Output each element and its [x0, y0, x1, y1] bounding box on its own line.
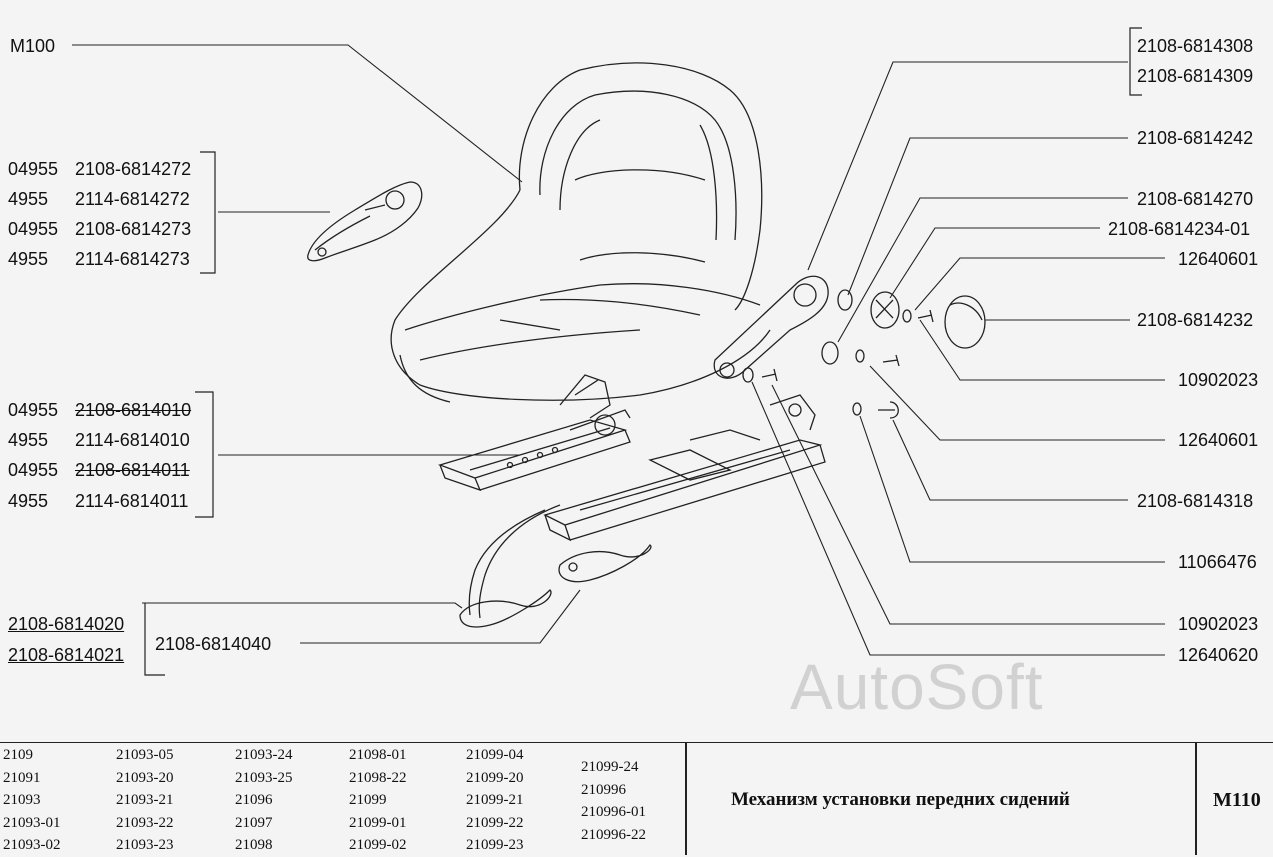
label-part: 2108-6814270: [1137, 189, 1254, 209]
label-prefix: 04955: [8, 400, 59, 420]
models-column: 21099-04 21099-20 21099-21 21099-22 2109…: [466, 744, 524, 857]
label-part: 12640601: [1178, 249, 1259, 269]
label-part: 2108-6814010: [75, 400, 192, 420]
label-part: 2108-6814011: [75, 460, 190, 480]
label-part: 2108-6814232: [1137, 310, 1254, 330]
models-column: 21093-05 21093-20 21093-21 21093-22 2109…: [116, 744, 174, 857]
leader-lines: [72, 44, 1165, 656]
models-column: 21098-01 21098-22 21099 21099-01 21099-0…: [349, 744, 407, 857]
model-item: 21099-22: [466, 814, 524, 831]
label-part: 2114-6814273: [75, 249, 190, 269]
model-item: 2109: [3, 747, 33, 763]
model-item: 21093-25: [235, 769, 293, 786]
model-item: 21093-01: [3, 814, 61, 831]
label-part: 2108-6814021: [8, 645, 125, 665]
page-title: Механизм установки передних сидений: [731, 789, 1070, 810]
label-part: 2108-6814234-01: [1108, 219, 1251, 239]
label-prefix: 04955: [8, 159, 59, 179]
model-item: 21099-23: [466, 837, 524, 853]
brackets: [144, 27, 1142, 676]
label-part: 2108-6814040: [155, 634, 272, 654]
label-m100: M100: [10, 36, 56, 56]
model-item: 210996-22: [581, 826, 646, 843]
label-part: 2108-6814272: [75, 159, 192, 179]
adjust-bar-illustration: [468, 509, 546, 616]
label-part: 10902023: [1178, 614, 1259, 634]
label-prefix: 4955: [8, 189, 49, 209]
models-column: 21093-24 21093-25 21096 21097 21098: [235, 744, 293, 857]
model-item: 21093-02: [3, 837, 61, 853]
model-item: 21093-23: [116, 837, 174, 853]
model-item: 21099-24: [581, 759, 639, 775]
left-rail-illustration: [437, 374, 631, 492]
recliner-lever-illustration: [713, 275, 829, 379]
exploded-diagram: [72, 27, 1165, 676]
label-part: 2114-6814011: [75, 491, 189, 511]
models-column: 21099-24 210996 210996-01 210996-22: [581, 756, 646, 846]
model-item: 21091: [3, 769, 41, 786]
label-part: 2114-6814272: [75, 189, 190, 209]
model-item: 21098-22: [349, 769, 407, 786]
right-rail-illustration: [543, 394, 826, 542]
label-part: 2108-6814318: [1137, 491, 1254, 511]
label-part: 2108-6814020: [8, 614, 125, 634]
label-part: 2114-6814010: [75, 430, 190, 450]
footer-table: [0, 742, 1273, 856]
label-part: 10902023: [1178, 370, 1259, 390]
label-part: 2108-6814309: [1137, 66, 1254, 86]
model-item: 21093-21: [116, 792, 174, 808]
model-item: 21093-24: [235, 747, 293, 763]
footer-divider: [685, 742, 687, 855]
model-item: 21098: [235, 837, 273, 853]
model-item: 21099-04: [466, 747, 524, 763]
hardware-parts: [742, 289, 986, 419]
page-code: M110: [1213, 789, 1261, 811]
model-item: 21093-22: [116, 814, 174, 831]
models-column: 2109 21091 21093 21093-01 21093-02: [3, 744, 61, 857]
model-item: 21093: [3, 792, 41, 808]
model-item: 21099-20: [466, 769, 524, 786]
seat-illustration: [390, 62, 771, 403]
model-item: 21099: [349, 792, 387, 808]
label-part: 2108-6814273: [75, 219, 192, 239]
label-prefix: 04955: [8, 219, 59, 239]
label-part: 12640601: [1178, 430, 1259, 450]
model-item: 21098-01: [349, 747, 407, 763]
label-prefix: 4955: [8, 249, 49, 269]
label-part: 2108-6814308: [1137, 36, 1254, 56]
label-prefix: 04955: [8, 460, 59, 480]
model-item: 21099-02: [349, 837, 407, 853]
watermark: AutoSoft: [790, 651, 1044, 723]
label-part: 12640620: [1178, 645, 1259, 665]
label-prefix: 4955: [8, 430, 49, 450]
label-part: 2108-6814242: [1137, 128, 1254, 148]
model-item: 21093-20: [116, 769, 174, 786]
label-part: 11066476: [1178, 552, 1257, 572]
model-item: 21099-01: [349, 814, 407, 831]
model-item: 21093-05: [116, 747, 174, 763]
model-item: 210996: [581, 781, 626, 798]
model-item: 21097: [235, 814, 273, 831]
model-item: 21096: [235, 792, 273, 808]
footer-divider: [1195, 742, 1197, 855]
model-item: 210996-01: [581, 804, 646, 820]
model-item: 21099-21: [466, 792, 524, 808]
label-prefix: 4955: [8, 491, 49, 511]
side-cover-illustration: [307, 181, 423, 262]
loop-handle-illustration: [459, 544, 652, 628]
